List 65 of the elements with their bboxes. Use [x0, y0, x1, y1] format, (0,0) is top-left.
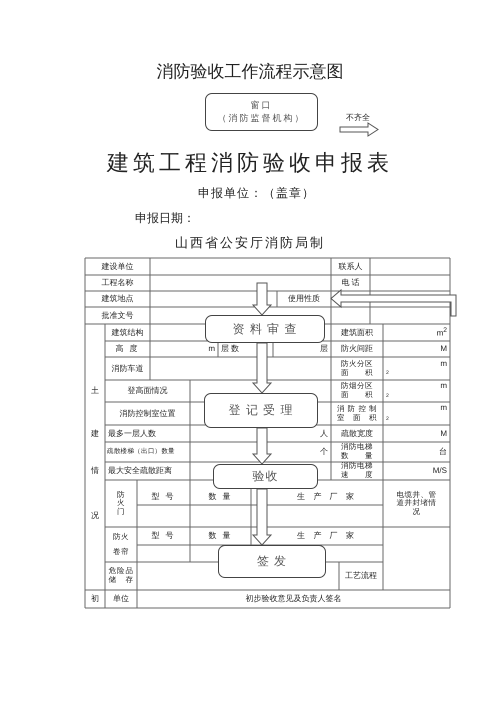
section-label: 情 [91, 466, 99, 476]
process-box [213, 464, 318, 489]
field-label: 使用性质 [288, 294, 320, 304]
unit-label: 人 [320, 428, 328, 438]
step-label: 登 记 受 理 [228, 402, 294, 419]
unit-label: m$^{2}$ [436, 327, 447, 338]
hollow-arrow [252, 342, 272, 394]
field-label: 电 话 [341, 278, 360, 288]
unit-label: m [208, 344, 215, 354]
unit-label: m [440, 402, 447, 412]
hollow-arrow [252, 488, 272, 546]
applicant-line: 申报单位：（盖章） [198, 186, 315, 200]
field-label: 登高面情况 [128, 386, 168, 396]
field-label: 建筑结构 [112, 328, 144, 338]
step-label: （消防监督机构） [218, 112, 306, 125]
field-label: 工程名称 [102, 278, 134, 288]
field-label: 建筑地点 [102, 294, 134, 304]
field-label: 初步验收意见及负责人签名 [246, 594, 342, 604]
unit-label: M [440, 428, 447, 438]
field-label: 高 度 [115, 344, 140, 354]
field-label: 生 产 厂 家 [297, 531, 357, 541]
field-label: 生 产 厂 家 [297, 492, 357, 502]
field-label: 单位 [113, 594, 129, 604]
arrow-label: 不齐全 [346, 112, 370, 122]
field-label: 型 号 [151, 531, 176, 541]
date-line: 申报日期： [135, 212, 195, 226]
field-label: 型 号 [151, 492, 176, 502]
section-label: 初 [91, 594, 99, 604]
unit-label: m [440, 358, 447, 368]
field-label: 数 量 [208, 492, 233, 502]
field-label: 疏散宽度 [341, 428, 373, 438]
section-label: 建 [91, 428, 99, 438]
issuer-line: 山西省公安厅消防局制 [175, 236, 325, 250]
form-heading: 建筑工程消防验收申报表 [107, 149, 393, 177]
unit-label: m [440, 380, 447, 390]
unit-label: 台 [439, 447, 447, 457]
field-label: 消防车道 [112, 364, 144, 374]
field-label: 消防控制室位置 [120, 408, 176, 418]
hollow-arrow [252, 428, 272, 465]
section-label: 土 [91, 386, 99, 396]
unit-label: 层 [320, 344, 328, 354]
field-label: 防火间距 [341, 344, 373, 354]
step-label: 验收 [252, 468, 278, 485]
field-label: 工艺流程 [345, 571, 377, 581]
hollow-arrow [252, 282, 272, 316]
unit-label: 个 [320, 447, 328, 457]
step-label: 签 发 [256, 553, 288, 570]
field-label: 最多一层人数 [108, 428, 156, 438]
step-label: 资 料 审 查 [232, 320, 298, 338]
field-label: 最大安全疏散距离 [108, 466, 172, 476]
process-box [205, 315, 325, 343]
step-label: 窗口 [250, 99, 272, 112]
diagram-title: 消防验收工作流程示意图 [156, 62, 344, 82]
field-label: 批准文号 [102, 310, 134, 320]
field-label: 建设单位 [102, 262, 134, 272]
field-label: 建筑面积 [341, 328, 373, 338]
section-label: 况 [91, 511, 99, 521]
field-label: 联系人 [338, 262, 362, 272]
field-label: 数 量 [208, 531, 233, 541]
process-box [204, 393, 318, 428]
process-box [205, 93, 318, 131]
unit-label: M [440, 344, 447, 354]
field-label: 层 数 [221, 344, 240, 354]
process-box [218, 545, 326, 578]
unit-label: M/S [432, 466, 447, 476]
